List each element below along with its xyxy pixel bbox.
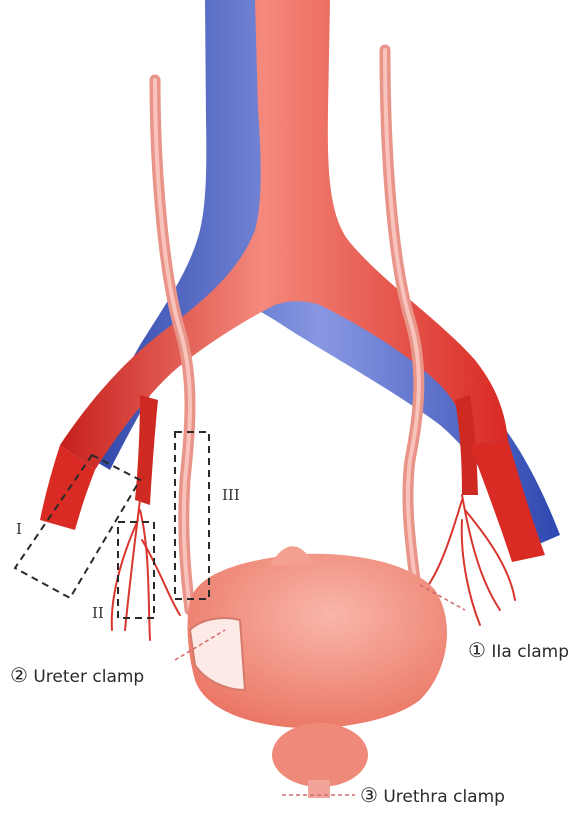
urethra-clamp-label: ③ Urethra clamp [360,785,505,806]
ureter-clamp-label: ② Ureter clamp [10,665,144,686]
bladder-dome [270,546,315,565]
iia-clamp-number: ① [468,638,486,662]
ureter-clamp-text: Ureter clamp [33,667,144,687]
urethra-clamp-text: Urethra clamp [383,787,505,807]
prostate [272,723,368,787]
urethra-clamp-number: ③ [360,783,378,807]
ureter-clamp-number: ② [10,663,28,687]
iia-clamp-text: IIa clamp [491,642,569,662]
region-label-II: II [92,606,104,621]
region-box-I [15,455,140,598]
artery-group [40,0,545,562]
bladder [188,546,447,798]
iia-clamp-label: ① IIa clamp [468,640,569,661]
region-label-III: III [222,488,240,503]
region-label-I: I [16,522,22,537]
